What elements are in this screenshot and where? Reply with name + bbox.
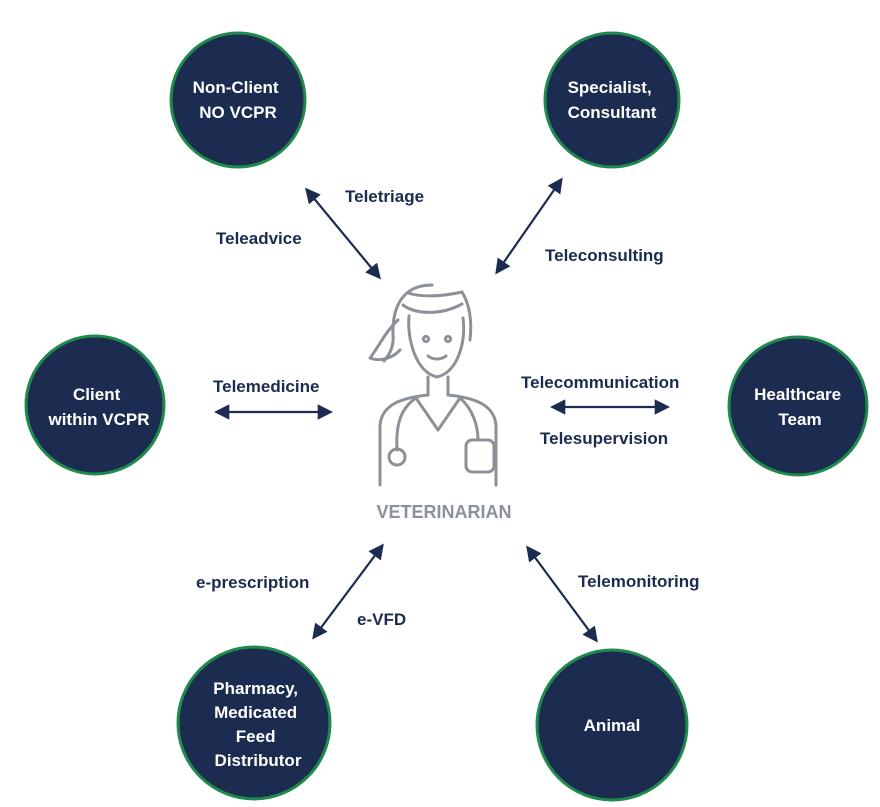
- center-label: VETERINARIAN: [376, 502, 511, 522]
- veterinarian-icon: [368, 283, 498, 487]
- node-client: Client within VCPR: [24, 334, 166, 476]
- node-label-line: NO VCPR: [199, 103, 276, 122]
- label-evfd: e-VFD: [357, 610, 406, 629]
- node-label-line: Consultant: [568, 103, 657, 122]
- label-telemonitoring: Telemonitoring: [578, 572, 700, 591]
- node-circle: [24, 334, 166, 476]
- node-label-line: Pharmacy,: [213, 679, 298, 698]
- label-telesupervision: Telesupervision: [540, 429, 668, 448]
- node-circle: [727, 335, 869, 477]
- node-non-client: Non-Client NO VCPR: [169, 31, 307, 169]
- arrow-animal: [526, 545, 598, 643]
- node-circle: [176, 645, 332, 801]
- node-circle: [543, 31, 681, 169]
- label-teletriage: Teletriage: [345, 187, 424, 206]
- label-telecommunication: Telecommunication: [521, 373, 679, 392]
- arrow-pharmacy: [312, 543, 384, 640]
- node-label-line: within VCPR: [47, 410, 149, 429]
- label-teleconsulting: Teleconsulting: [545, 246, 664, 265]
- node-pharmacy: Pharmacy, Medicated Feed Distributor: [176, 645, 332, 801]
- node-label-line: Animal: [584, 716, 641, 735]
- svg-text:Non-Client NO VCPR: Non-Client NO VCPR: [193, 78, 284, 122]
- svg-text:Pharmacy, Medicated: Pharmacy, Medicated Feed Distributor: [213, 679, 302, 770]
- node-label-line: Specialist,: [568, 78, 652, 97]
- svg-text:Healthcare Team: Healthcare Team: [754, 385, 846, 429]
- svg-text:Client within VCPR: Client within VCPR: [47, 385, 149, 429]
- svg-text:Specialist, Consultant: Specialist, Consultant: [568, 78, 657, 122]
- node-healthcare-team: Healthcare Team: [727, 335, 869, 477]
- arrow-specialist: [495, 177, 563, 275]
- node-label-line: Non-Client: [193, 78, 279, 97]
- label-eprescription: e-prescription: [196, 573, 309, 592]
- node-label-line: Client: [73, 385, 121, 404]
- node-label-line: Team: [778, 410, 821, 429]
- node-circle: [535, 648, 689, 802]
- node-label-line: Distributor: [215, 751, 302, 770]
- node-label-line: Feed: [236, 727, 276, 746]
- node-animal: Animal: [535, 648, 689, 802]
- label-telemedicine: Telemedicine: [213, 377, 319, 396]
- svg-text:Animal: Animal: [584, 716, 641, 735]
- arrow-non-client: [305, 187, 381, 280]
- node-label-line: Healthcare: [754, 385, 841, 404]
- label-teleadvice: Teleadvice: [216, 229, 302, 248]
- node-label-line: Medicated: [214, 703, 297, 722]
- node-circle: [169, 31, 307, 169]
- node-specialist: Specialist, Consultant: [543, 31, 681, 169]
